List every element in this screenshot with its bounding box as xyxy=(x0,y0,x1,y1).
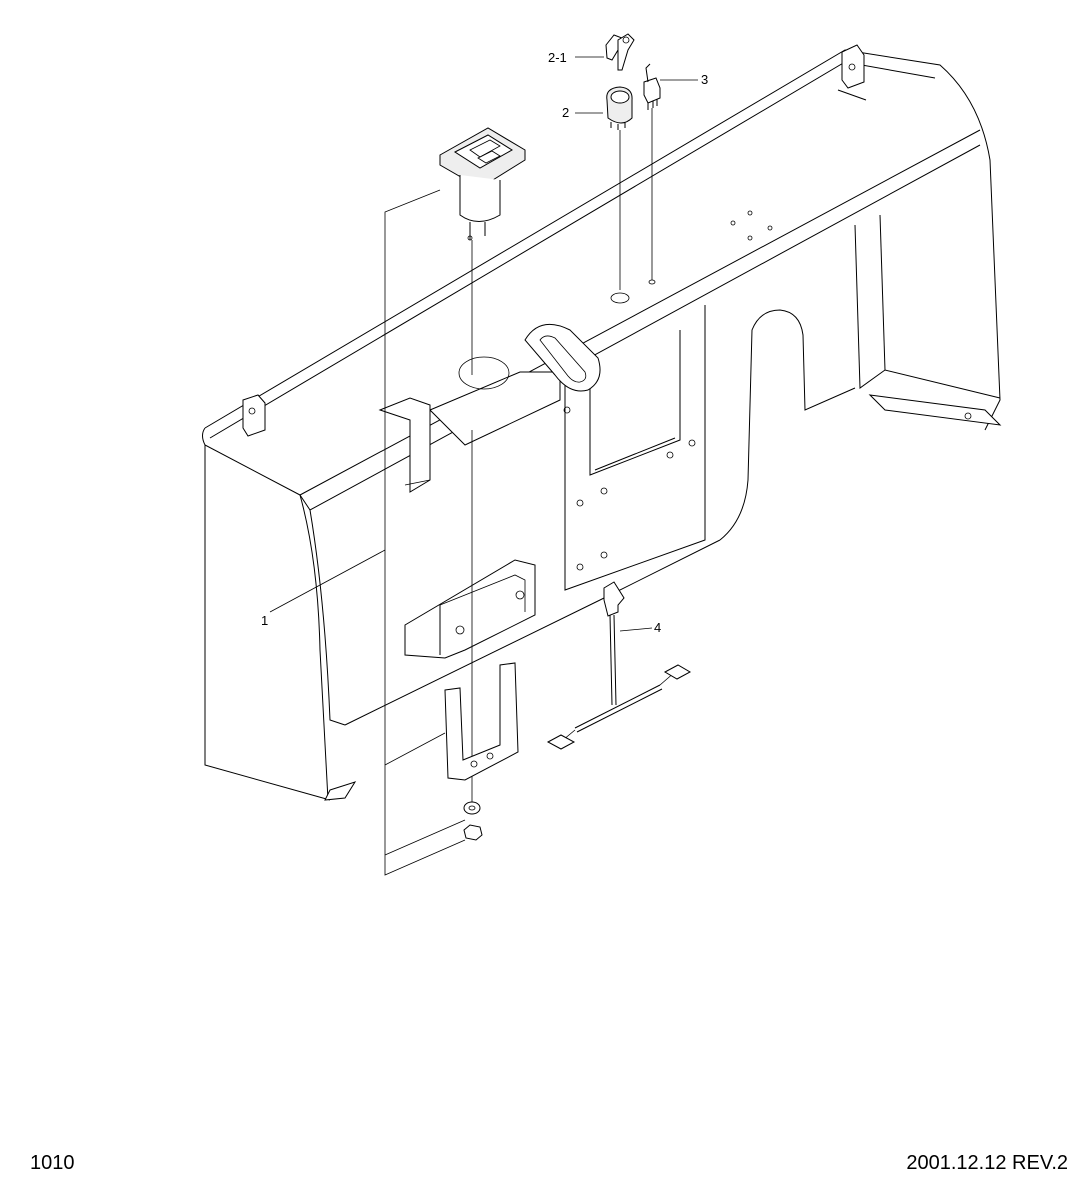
mounting-holes xyxy=(563,210,773,571)
hour-meter-gauge xyxy=(439,127,526,241)
revision-date: 2001.12.12 REV.2 xyxy=(906,1152,1068,1174)
toggle-switch xyxy=(643,63,661,280)
callout-leaders xyxy=(575,56,698,632)
callout-part-4: 4 xyxy=(654,620,662,635)
callout-part-2: 2 xyxy=(562,105,570,120)
nut xyxy=(463,824,483,841)
dashboard-panel xyxy=(202,44,1002,801)
wiring-harness xyxy=(546,581,692,750)
callout-part-1: 1 xyxy=(261,613,269,628)
washer xyxy=(463,801,481,815)
ignition-switch xyxy=(606,86,633,290)
u-bracket xyxy=(444,662,519,781)
assembly-leader xyxy=(269,189,466,876)
callout-part-2-1: 2-1 xyxy=(548,50,567,65)
page-number: 1010 xyxy=(30,1152,75,1174)
callout-part-3: 3 xyxy=(701,72,709,87)
key-icon xyxy=(605,33,635,71)
